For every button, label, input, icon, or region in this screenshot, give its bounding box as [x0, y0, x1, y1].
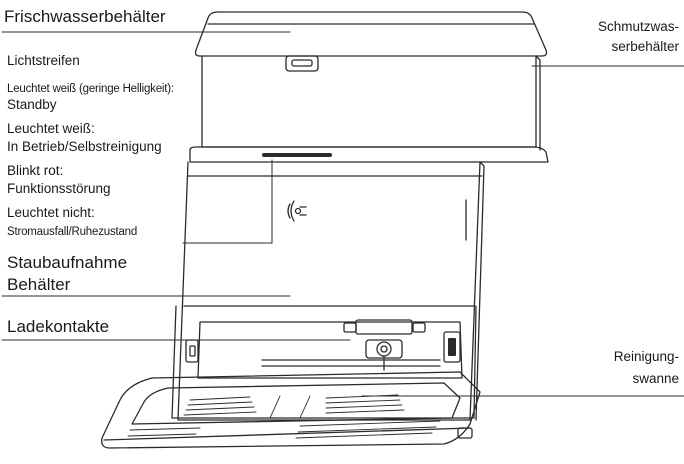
base-body — [171, 305, 477, 419]
label-state-fault-1: Blinkt rot: — [7, 163, 64, 178]
cleaning-tray — [101, 371, 481, 449]
charging-contact-left — [343, 322, 357, 333]
base-inner-frame — [197, 321, 463, 379]
label-state-standby-1: Leuchtet weiß (geringe Helligkeit): — [7, 83, 174, 95]
lid-handle-slot — [291, 59, 313, 67]
right-port-inner — [448, 338, 456, 356]
contact-plate — [355, 319, 413, 335]
label-state-off-2: Stromausfall/Ruhezustand — [7, 226, 138, 238]
label-dirty-water-tank-1: Schmutzwas- — [597, 19, 679, 34]
lid-handle — [285, 55, 319, 72]
label-state-standby-2: Standby — [7, 97, 57, 112]
light-strip — [262, 153, 332, 157]
label-cleaning-tray-2: swanne — [632, 371, 679, 386]
middle-body — [177, 161, 481, 421]
label-state-fault-2: Funktionsstörung — [7, 181, 111, 196]
cleaning-tray-inner — [131, 382, 461, 425]
center-mount — [365, 339, 403, 359]
leader-light-strip — [182, 159, 273, 244]
label-dust-bin-1: Staubaufnahme — [7, 253, 128, 272]
tank-body — [201, 55, 537, 148]
center-knob — [376, 341, 392, 357]
label-state-running-1: Leuchtet weiß: — [7, 121, 95, 136]
middle-body-side — [475, 161, 485, 421]
label-state-running-2: In Betrieb/Selbstreinigung — [7, 139, 162, 154]
brush-rail — [261, 359, 441, 367]
label-dust-bin-2: Behälter — [7, 275, 71, 294]
tray-foot — [457, 427, 473, 439]
tray-ribs — [127, 394, 441, 439]
tank-shoulder — [535, 55, 541, 151]
label-dirty-water-tank-2: serbehälter — [611, 39, 679, 54]
lid-outline — [194, 11, 548, 57]
charging-contact-right — [412, 322, 426, 333]
leader-lines — [1, 31, 684, 397]
label-charging-contacts: Ladekontakte — [7, 317, 110, 336]
right-port — [443, 331, 461, 363]
left-port — [185, 339, 199, 363]
label-fresh-water-tank: Frischwasserbehälter — [4, 7, 166, 26]
left-port-inner — [189, 345, 196, 357]
center-knob-inner — [380, 345, 388, 353]
label-state-off-1: Leuchtet nicht: — [7, 205, 95, 220]
light-band — [189, 146, 549, 163]
label-cleaning-tray-1: Reinigung- — [613, 349, 679, 364]
label-light-strip: Lichtstreifen — [7, 53, 80, 68]
tray-front-lip — [103, 427, 471, 441]
signal-icon — [287, 200, 307, 222]
